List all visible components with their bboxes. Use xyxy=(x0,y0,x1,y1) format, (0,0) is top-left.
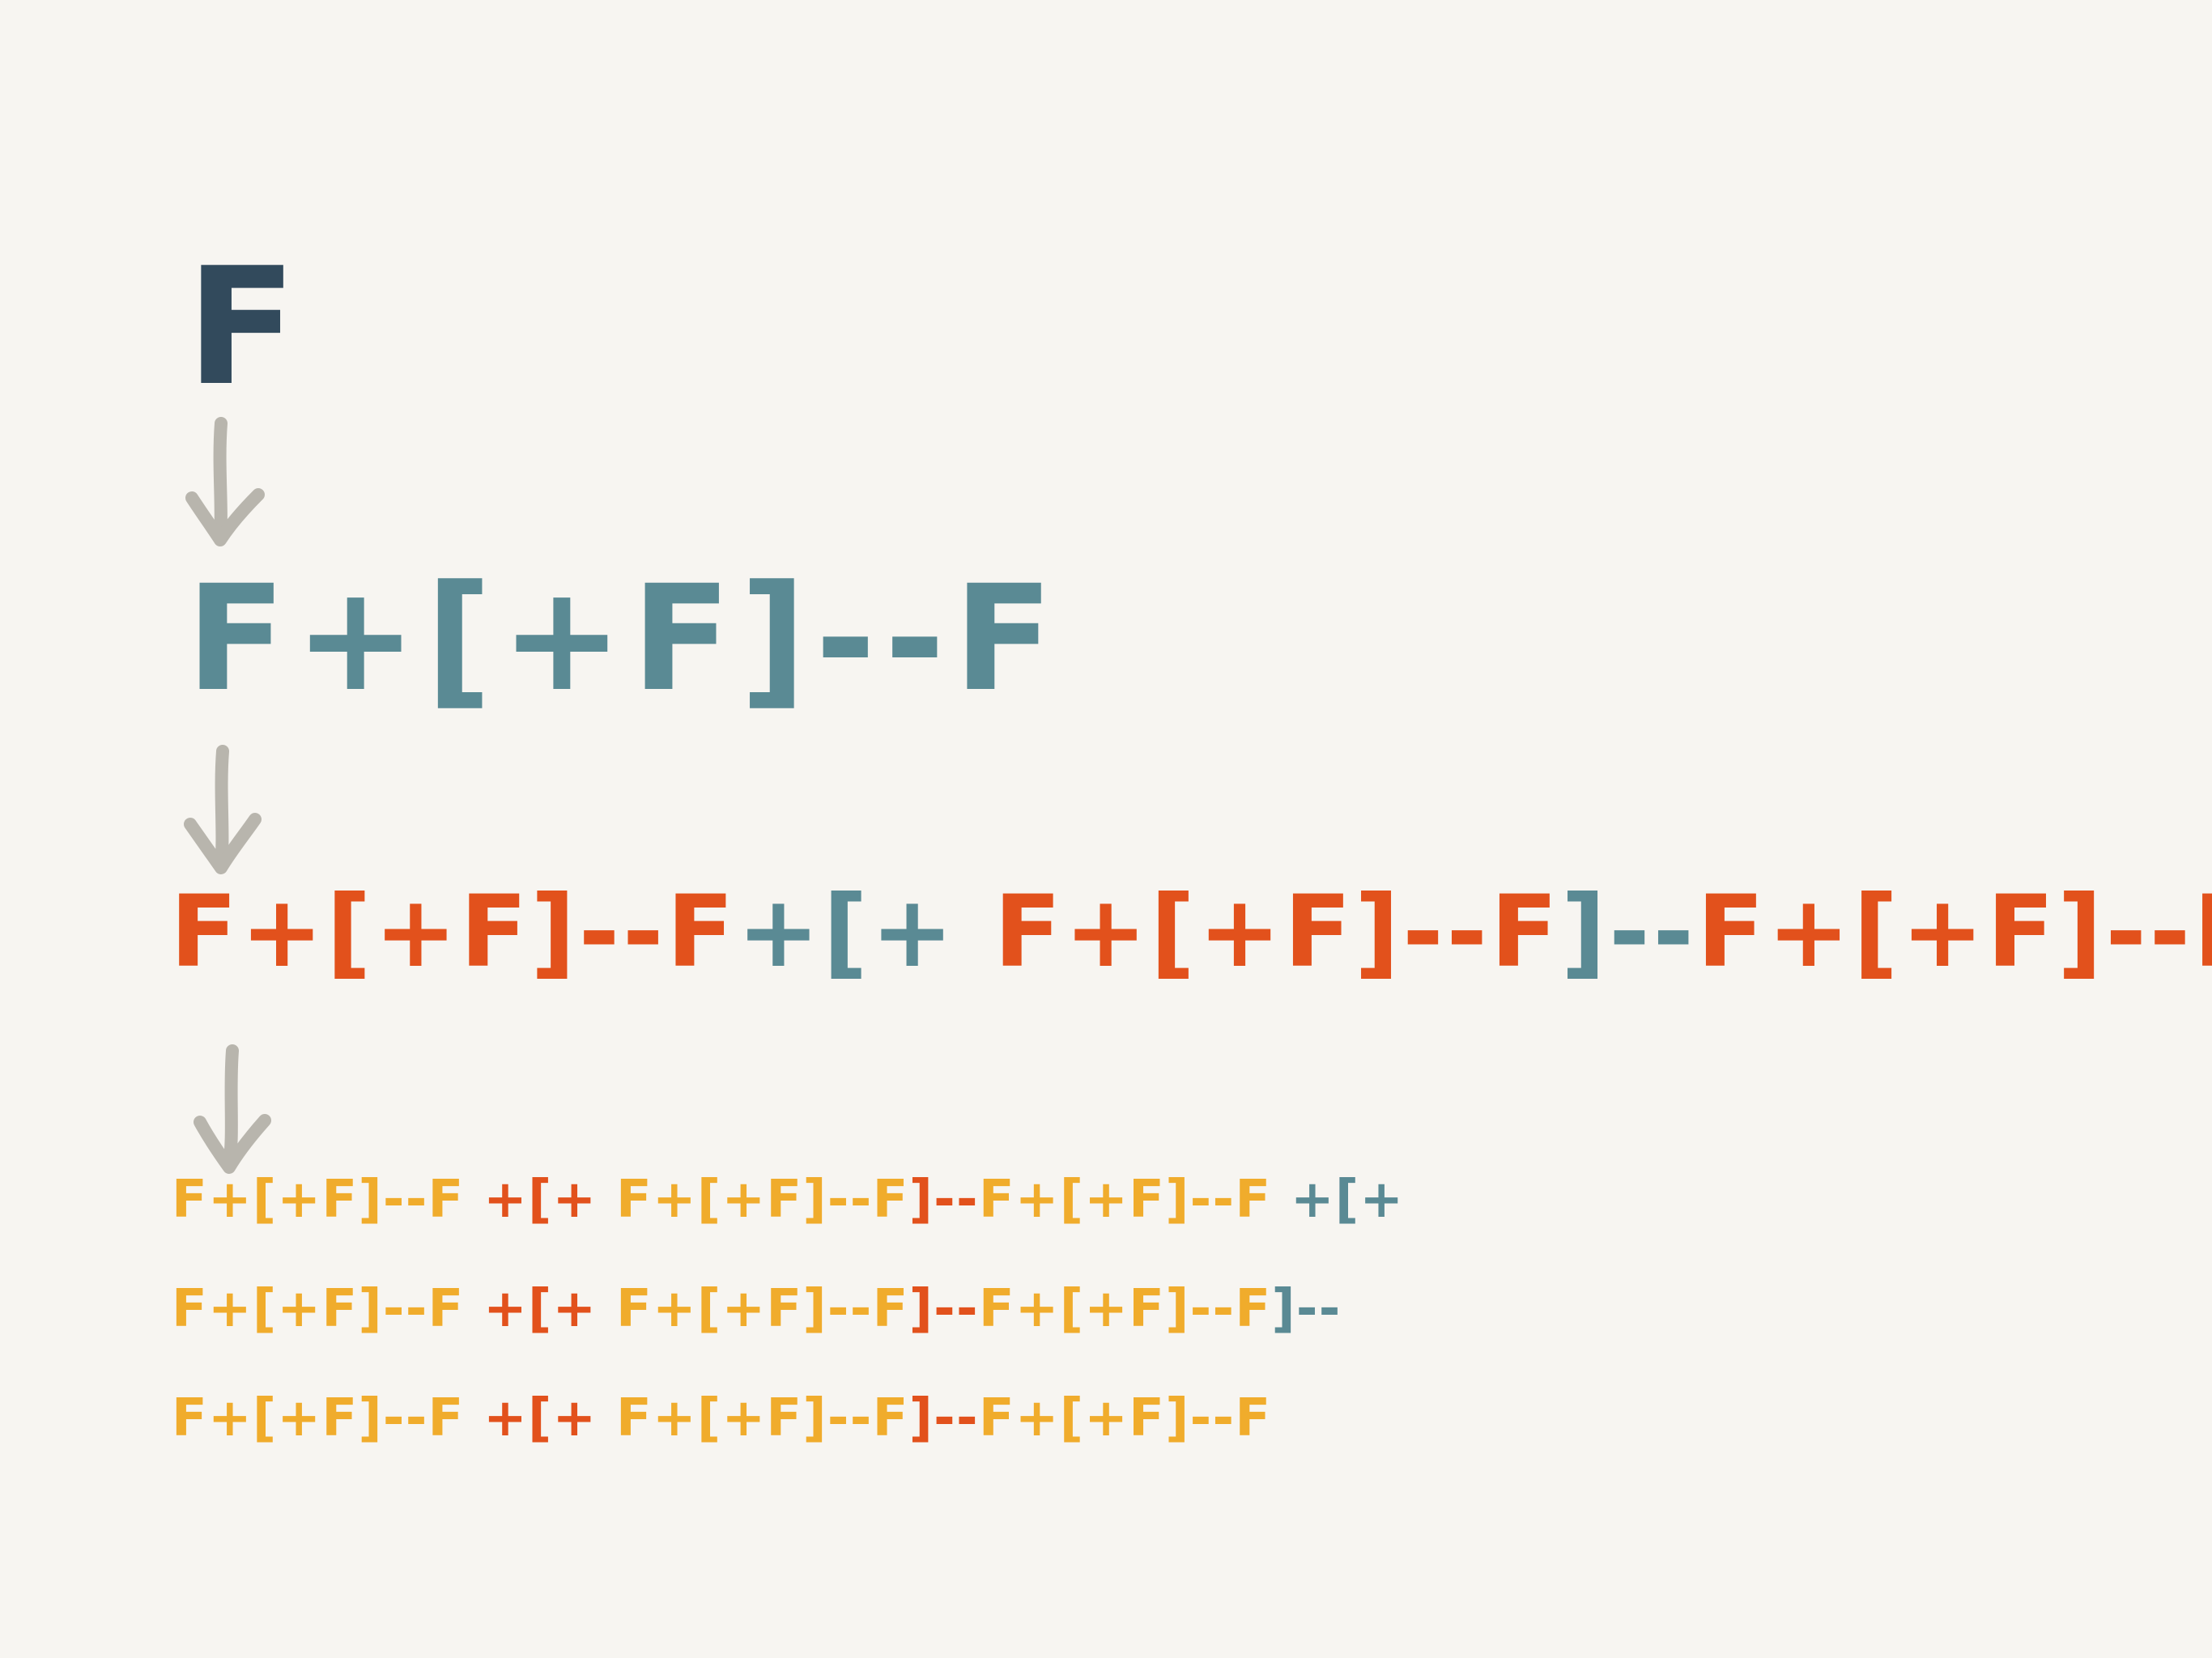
generation-1-string: F+[+F]--F xyxy=(186,567,1062,712)
down-arrow-icon xyxy=(184,745,262,874)
string-segment: ]-- xyxy=(1560,874,1697,989)
generation-3-string-row-2: F+[+F]--F +[+ F+[+F]--F]--F+[+F]--F]-- xyxy=(172,1283,1342,1335)
generation-3-string-row-1: F+[+F]--F +[+ F+[+F]--F]--F+[+F]--F +[+ xyxy=(172,1174,1404,1226)
down-arrow-icon xyxy=(185,417,265,546)
string-segment: F+[+F]--F xyxy=(978,1388,1272,1448)
string-segment: F+[+F]--F xyxy=(186,555,1062,724)
string-segment: F+[+F]--F xyxy=(978,1170,1291,1230)
string-segment: F+[+F]--F xyxy=(993,874,1561,989)
string-segment: ]-- xyxy=(1271,1279,1342,1339)
string-segment: F+[+F]--F xyxy=(978,1279,1272,1339)
string-segment: +[+ xyxy=(483,1279,617,1339)
string-segment: ]-- xyxy=(908,1388,979,1448)
string-segment: F+[+F]--F xyxy=(1696,874,2212,989)
string-segment: +[+ xyxy=(1290,1170,1405,1230)
string-segment: ]-- xyxy=(908,1170,979,1230)
string-segment: +[+ xyxy=(483,1170,617,1230)
string-segment: F+[+F]--F xyxy=(616,1388,909,1448)
generation-3-string-row-3: F+[+F]--F +[+ F+[+F]--F]--F+[+F]--F xyxy=(172,1392,1271,1444)
string-segment: F+[+F]--F xyxy=(172,1388,484,1448)
string-segment: F xyxy=(186,233,307,422)
generation-2-string: F+[+F]--F+[+ F+[+F]--F]--F+[+F]--F xyxy=(170,882,2212,981)
string-segment: ]-- xyxy=(908,1279,979,1339)
generation-0-string: F xyxy=(186,247,307,409)
down-arrow-icon xyxy=(194,1044,271,1174)
string-segment: +[+ xyxy=(737,874,994,989)
string-segment: F+[+F]--F xyxy=(616,1279,909,1339)
string-segment: F+[+F]--F xyxy=(616,1170,909,1230)
string-segment: F+[+F]--F xyxy=(172,1279,484,1339)
string-segment: F+[+F]--F xyxy=(172,1170,484,1230)
string-segment: F+[+F]--F xyxy=(170,874,738,989)
string-segment: +[+ xyxy=(483,1388,617,1448)
